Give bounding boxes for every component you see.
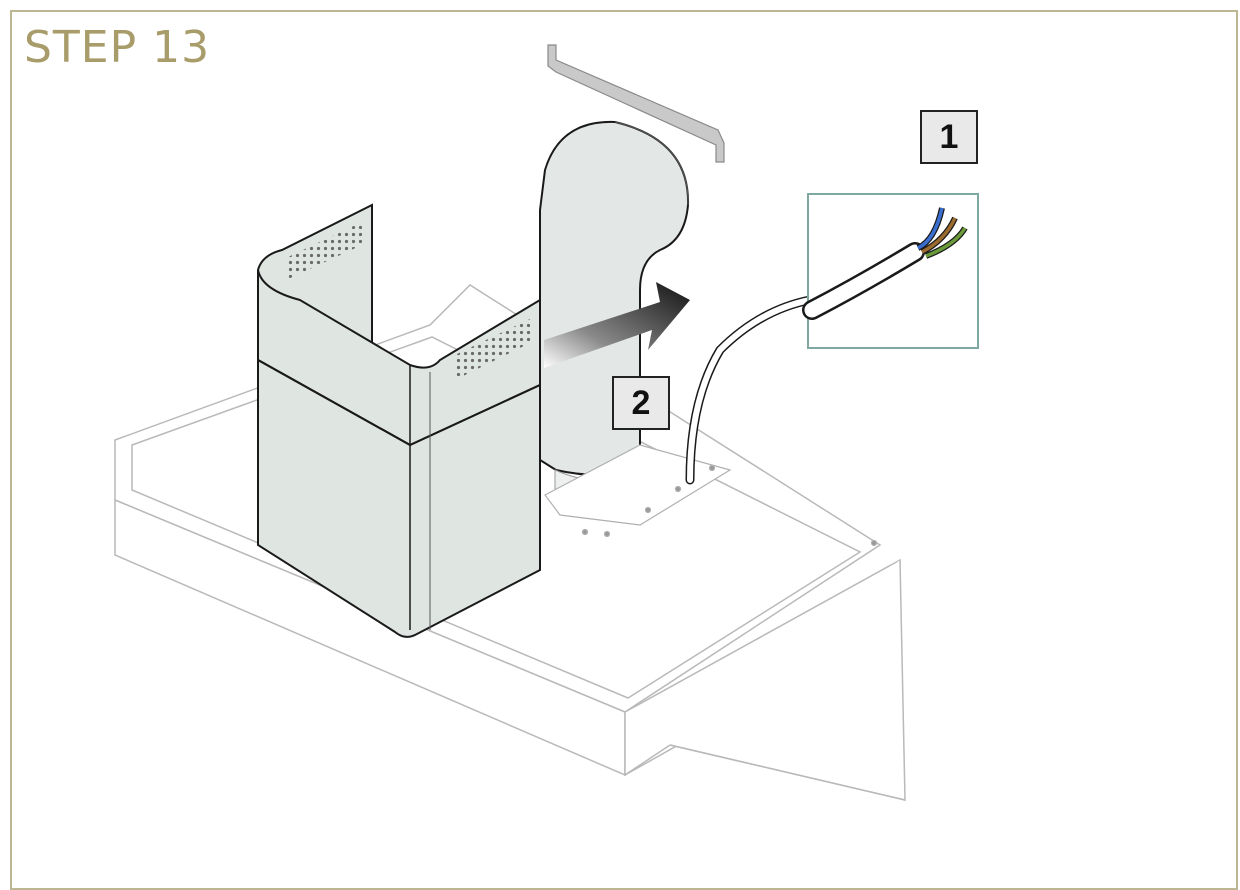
chimney-cover bbox=[257, 203, 541, 638]
power-cable bbox=[685, 295, 815, 485]
direction-arrow bbox=[544, 282, 690, 368]
cable-detail-inset bbox=[802, 193, 979, 349]
wall-bracket bbox=[547, 44, 725, 163]
callout-1-label: 1 bbox=[920, 110, 978, 164]
mounting-plate bbox=[544, 444, 878, 547]
step-title: STEP 13 bbox=[24, 22, 211, 73]
callout-2-label: 2 bbox=[612, 376, 670, 430]
chimney-installation-illustration bbox=[114, 44, 979, 801]
